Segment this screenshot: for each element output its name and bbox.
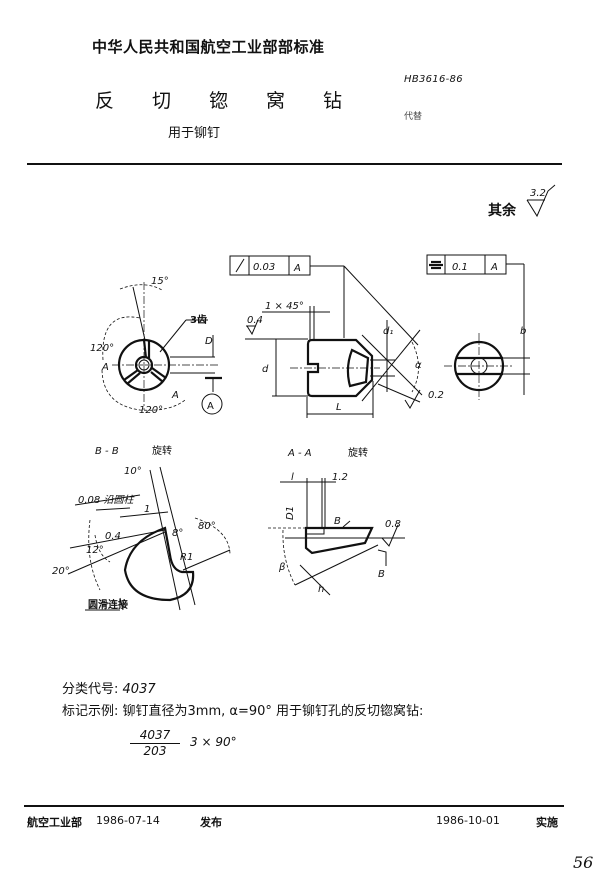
svg-text:0.03: 0.03 bbox=[253, 262, 275, 273]
classification-label: 分类代号: bbox=[62, 682, 119, 697]
svg-text:10°: 10° bbox=[124, 466, 142, 477]
svg-text:B - B: B - B bbox=[95, 446, 119, 457]
svg-text:D: D bbox=[205, 336, 213, 347]
svg-text:L: L bbox=[336, 402, 342, 413]
svg-text:3齿: 3齿 bbox=[190, 313, 207, 326]
svg-text:h: h bbox=[318, 584, 324, 595]
svg-text:15°: 15° bbox=[151, 276, 169, 287]
marking-text: 铆钉直径为3mm, α=90° 用于铆钉孔的反切锪窝钻: bbox=[122, 704, 424, 719]
svg-text:0.08 沿圆柱: 0.08 沿圆柱 bbox=[78, 494, 135, 506]
svg-text:D1: D1 bbox=[285, 506, 296, 520]
svg-text:B: B bbox=[378, 569, 385, 580]
svg-text:1.2: 1.2 bbox=[332, 472, 348, 483]
marking-spec: 3 × 90° bbox=[190, 735, 237, 749]
svg-text:3.2: 3.2 bbox=[530, 188, 546, 199]
svg-text:B: B bbox=[334, 516, 341, 527]
svg-text:d₁: d₁ bbox=[383, 326, 393, 337]
classification-line: 分类代号: 4037 bbox=[62, 678, 156, 697]
marking-example-line: 标记示例: 铆钉直径为3mm, α=90° 用于铆钉孔的反切锪窝钻: bbox=[62, 700, 423, 719]
svg-text:A: A bbox=[293, 263, 301, 274]
svg-text:0.4: 0.4 bbox=[247, 315, 263, 326]
marking-denominator: 203 bbox=[143, 744, 167, 758]
page-number: 56 bbox=[573, 853, 594, 872]
svg-text:R1: R1 bbox=[180, 552, 193, 563]
marking-numerator: 4037 bbox=[130, 728, 180, 744]
svg-text:20°: 20° bbox=[52, 566, 70, 577]
front-view: b bbox=[444, 326, 530, 400]
svg-text:b: b bbox=[520, 326, 526, 337]
svg-text:A: A bbox=[171, 390, 179, 401]
roughness-symbol-rest: 3.2 bbox=[526, 184, 556, 218]
svg-text:圆滑连接: 圆滑连接 bbox=[88, 598, 128, 611]
effective-label: 实施 bbox=[536, 816, 558, 829]
svg-text:120°: 120° bbox=[139, 405, 163, 416]
svg-text:12°: 12° bbox=[86, 545, 104, 556]
issue-label: 发布 bbox=[200, 816, 222, 829]
svg-text:A: A bbox=[207, 401, 214, 412]
svg-text:0.1: 0.1 bbox=[452, 262, 468, 273]
svg-text:α: α bbox=[415, 360, 422, 371]
svg-text:0.2: 0.2 bbox=[428, 390, 444, 401]
svg-text:旋转: 旋转 bbox=[348, 446, 368, 459]
runout-tolerance-frame: 0.03 A bbox=[229, 255, 419, 346]
svg-text:8°: 8° bbox=[172, 528, 183, 539]
marking-fraction: 4037 203 bbox=[130, 728, 180, 758]
document-subtitle: 用于铆钉 bbox=[168, 126, 221, 141]
symmetry-tolerance-frame: 0.1 A bbox=[426, 254, 525, 395]
svg-text:l: l bbox=[291, 472, 294, 483]
svg-text:80°: 80° bbox=[198, 521, 216, 532]
section-bb: B - B 旋转 10° 0.08 沿圆柱 1 0.4 12° 20° 80° … bbox=[52, 444, 231, 611]
svg-text:A: A bbox=[101, 362, 109, 373]
classification-value: 4037 bbox=[122, 682, 156, 697]
svg-text:β: β bbox=[278, 562, 286, 573]
document-title: 反切锪窝钻 bbox=[95, 90, 381, 112]
marking-label: 标记示例: bbox=[62, 704, 119, 719]
svg-text:A: A bbox=[490, 262, 498, 273]
end-view: 15° 120° 120° 3齿 D A A A bbox=[90, 276, 223, 416]
rest-roughness-label: 其余 bbox=[488, 203, 516, 219]
svg-text:1: 1 bbox=[144, 504, 150, 515]
svg-text:1 × 45°: 1 × 45° bbox=[265, 301, 304, 312]
svg-text:旋转: 旋转 bbox=[152, 444, 172, 457]
section-aa: A - A 旋转 l 1.2 D1 B 0.8 β h B bbox=[268, 446, 405, 596]
footer-divider bbox=[24, 805, 564, 807]
svg-text:d: d bbox=[262, 364, 269, 375]
organization-header: 中华人民共和国航空工业部部标准 bbox=[92, 38, 325, 56]
svg-text:0.8: 0.8 bbox=[385, 519, 401, 530]
replaces-label: 代替 bbox=[404, 112, 423, 122]
svg-text:A - A: A - A bbox=[287, 448, 312, 459]
side-view: 1 × 45° 0.4 d d₁ L α 0.2 bbox=[245, 301, 444, 418]
issuer: 航空工业部 bbox=[27, 816, 82, 829]
svg-text:0.4: 0.4 bbox=[105, 531, 121, 542]
standard-number: HB3616-86 bbox=[404, 74, 463, 85]
svg-text:120°: 120° bbox=[90, 343, 114, 354]
issue-date: 1986-07-14 bbox=[96, 814, 160, 827]
header-divider bbox=[27, 163, 562, 165]
effective-date: 1986-10-01 bbox=[436, 814, 500, 827]
